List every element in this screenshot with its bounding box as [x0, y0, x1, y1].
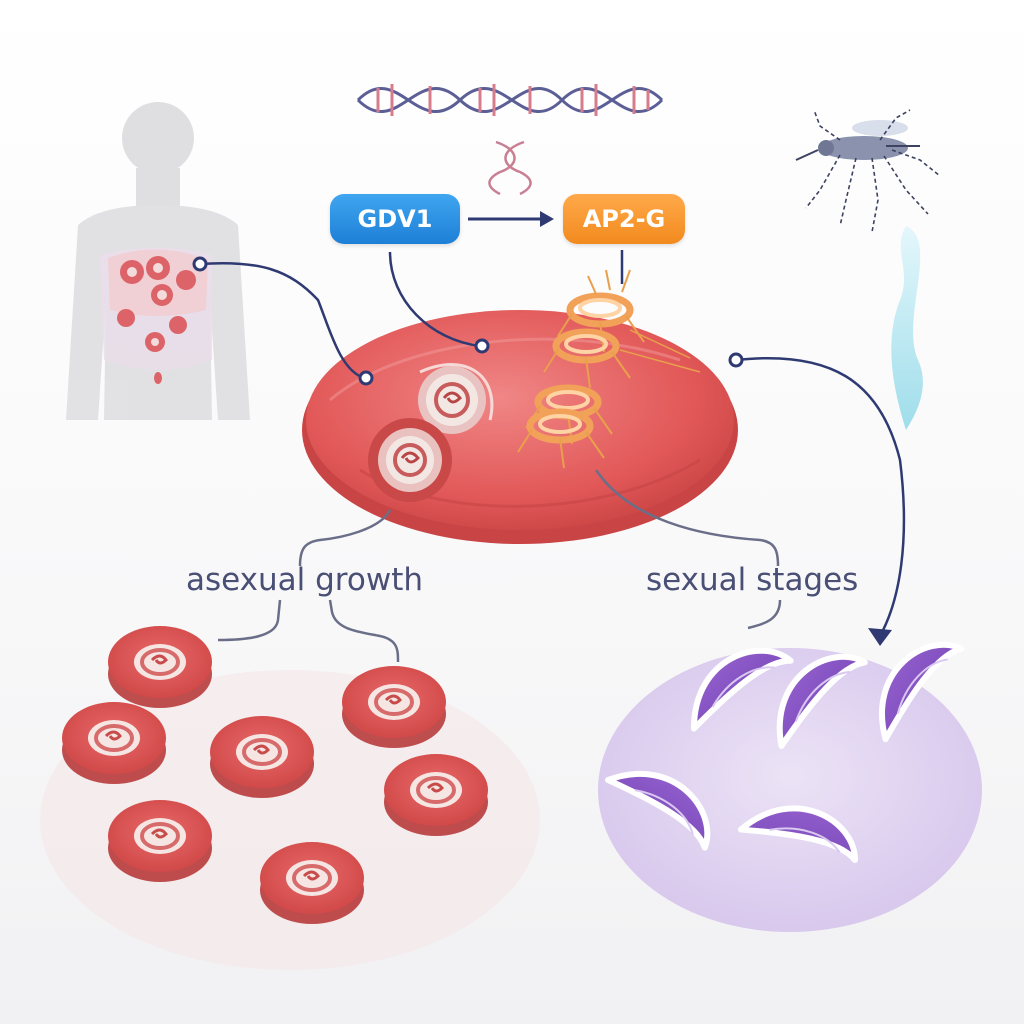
connector-lines: [199, 250, 906, 637]
asexual-cell-cluster: [40, 624, 540, 970]
activation-arrow: [468, 211, 554, 227]
gametocyte-cluster: [598, 634, 983, 932]
infected-red-blood-cell: [302, 310, 738, 544]
label-leader-lines: [217, 469, 782, 663]
gdv1-label: GDV1: [330, 194, 460, 244]
mosquito-icon: [795, 109, 941, 430]
ap2g-label: AP2-G: [563, 194, 685, 244]
human-silhouette-icon: [66, 102, 250, 420]
sexual-stages-label: sexual stages: [646, 562, 859, 598]
ring-parasite: [368, 418, 452, 502]
asexual-growth-label: asexual growth: [186, 562, 423, 598]
dna-helix-icon: [356, 84, 664, 196]
connector-nodes: [192, 256, 744, 386]
arrowhead: [868, 628, 892, 646]
ring-parasite: [418, 363, 494, 434]
sexual-commitment-coils: [518, 269, 701, 468]
